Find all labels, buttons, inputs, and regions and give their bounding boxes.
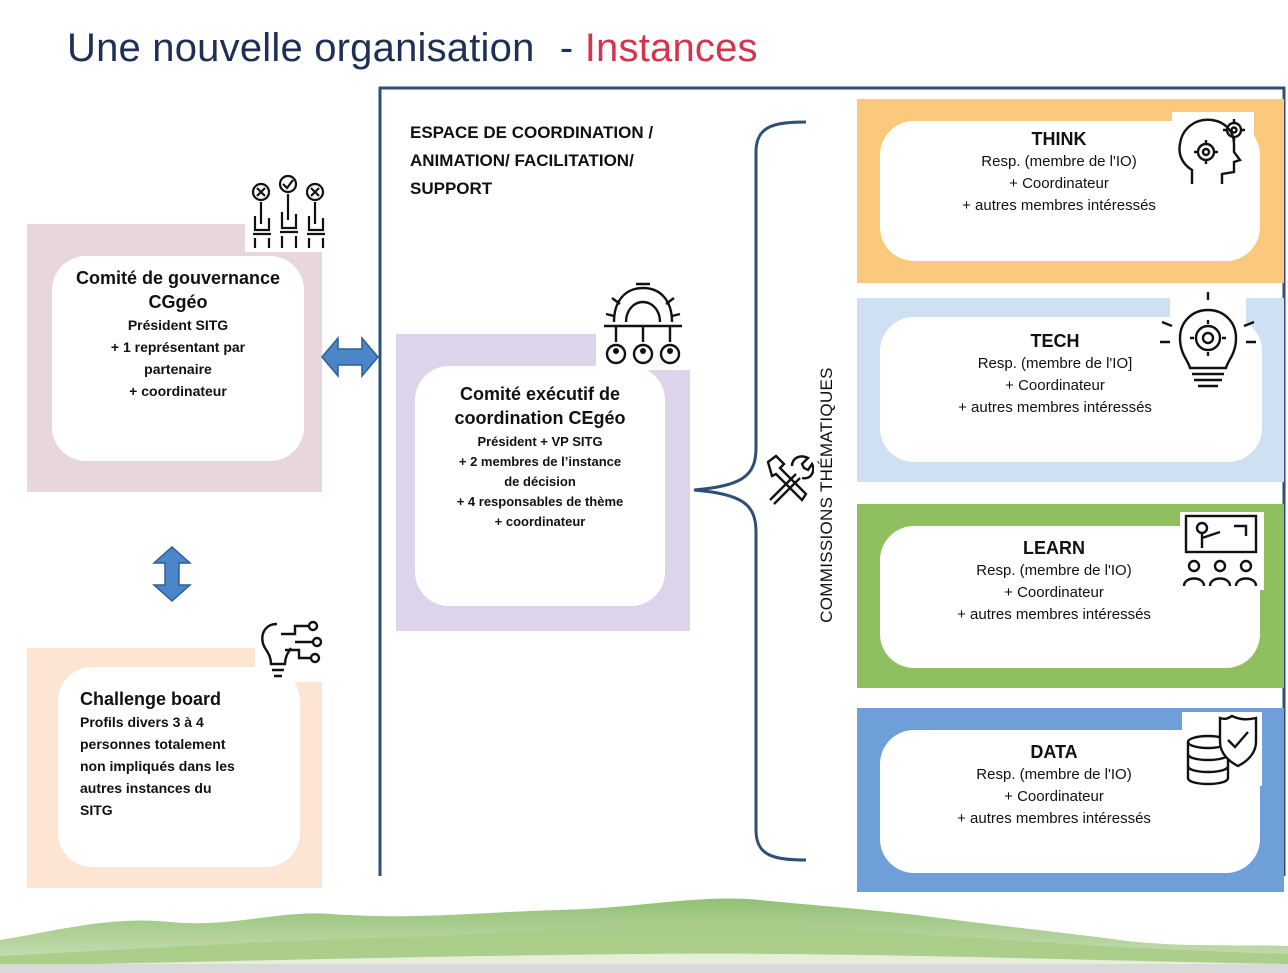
executive-line-5: + coordinateur	[494, 514, 586, 529]
head-gears-icon	[1172, 112, 1254, 186]
learn-others: + autres membres intéressés	[957, 606, 1151, 623]
executive-line-4: + 4 responsables de thème	[456, 494, 624, 509]
data-title: DATA	[1030, 742, 1078, 762]
executive-line-3: de décision	[504, 474, 576, 489]
landscape-decoration	[0, 898, 1288, 973]
learn-coord: + Coordinateur	[1004, 584, 1104, 601]
governance-line-1: Président SITG	[127, 317, 229, 333]
coordination-line-1: ESPACE DE COORDINATION /	[410, 123, 654, 142]
coordination-label: ESPACE DE COORDINATION / ANIMATION/ FACI…	[410, 119, 653, 203]
governance-card: Comité de gouvernance CGgéo Président SI…	[52, 256, 304, 461]
voting-hands-icon	[245, 172, 331, 252]
learn-resp: Resp. (membre de l'IO)	[976, 562, 1132, 579]
think-resp: Resp. (membre de l'IO)	[981, 153, 1137, 170]
title-accent: Instances	[584, 26, 758, 70]
title-separator: -	[559, 26, 574, 70]
challenge-line-5: SITG	[80, 802, 113, 818]
executive-card: Comité exécutif de coordination CEgéo Pr…	[415, 366, 665, 606]
challenge-line-3: non impliqués dans les	[80, 758, 235, 774]
page-title: Une nouvelle organisation - Instances	[67, 26, 758, 71]
executive-line-1: Président + VP SITG	[477, 434, 603, 449]
tech-coord: + Coordinateur	[1005, 377, 1105, 394]
commissions-brace	[693, 120, 807, 862]
classroom-icon	[1180, 512, 1264, 590]
executive-title: Comité exécutif de coordination CEgéo	[454, 384, 626, 428]
challenge-line-4: autres instances du	[80, 780, 212, 796]
executive-line-2: + 2 membres de l’instance	[458, 454, 622, 469]
data-resp: Resp. (membre de l'IO)	[976, 766, 1132, 783]
database-shield-icon	[1182, 712, 1262, 786]
learn-title: LEARN	[1023, 538, 1085, 558]
coordination-line-3: SUPPORT	[410, 179, 493, 198]
bottom-strip	[0, 964, 1288, 973]
horizontal-double-arrow-icon	[321, 335, 379, 379]
governance-line-3: partenaire	[144, 361, 212, 377]
coordination-line-2: ANIMATION/ FACILITATION/	[410, 151, 634, 170]
think-title: THINK	[1031, 129, 1087, 149]
vertical-double-arrow-icon	[152, 545, 192, 603]
challenge-card: Challenge board Profils divers 3 à 4 per…	[58, 667, 300, 867]
commissions-label: COMMISSIONS THÉMATIQUES	[817, 367, 836, 623]
tech-title: TECH	[1030, 331, 1080, 351]
challenge-line-1: Profils divers 3 à 4	[80, 714, 204, 730]
tech-others: + autres membres intéressés	[958, 399, 1152, 416]
challenge-title: Challenge board	[80, 689, 222, 709]
tools-icon	[766, 454, 814, 505]
governance-title: Comité de gouvernance CGgéo	[75, 268, 281, 312]
governance-line-4: + coordinateur	[129, 383, 227, 399]
data-others: + autres membres intéressés	[957, 810, 1151, 827]
lightbulb-gear-icon	[1160, 290, 1256, 394]
challenge-line-2: personnes totalement	[80, 736, 226, 752]
gear-team-icon	[596, 280, 690, 370]
think-coord: + Coordinateur	[1009, 175, 1109, 192]
think-others: + autres membres intéressés	[962, 197, 1156, 214]
title-main: Une nouvelle organisation	[67, 26, 535, 70]
bulb-network-icon	[255, 616, 323, 682]
governance-line-2: + 1 représentant par	[110, 339, 246, 355]
tech-resp: Resp. (membre de l'IO]	[977, 355, 1133, 372]
data-coord: + Coordinateur	[1004, 788, 1104, 805]
